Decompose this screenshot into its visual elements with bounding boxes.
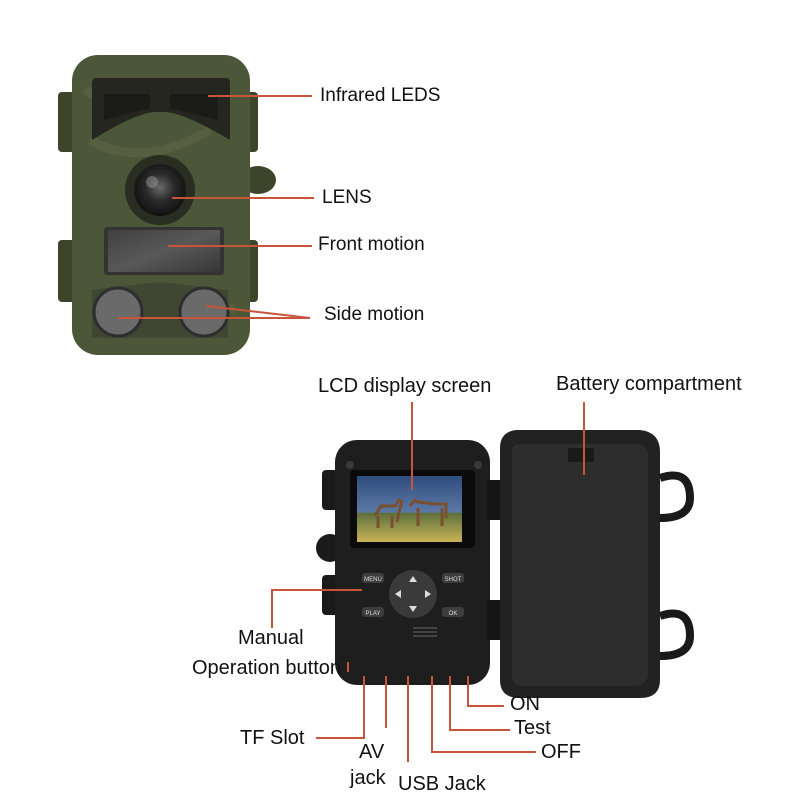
label-front-motion: Front motion [318, 234, 425, 255]
infrared-led-panel [92, 78, 230, 140]
label-battery-compartment: Battery compartment [556, 373, 742, 395]
leader-line [316, 676, 365, 739]
mount-tab [58, 240, 76, 302]
label-tf-slot: TF Slot [240, 727, 305, 749]
leader-line [205, 305, 311, 319]
leader-line [271, 589, 362, 628]
ok-button[interactable] [442, 607, 464, 617]
latch [568, 448, 594, 462]
dpad-left-icon[interactable] [395, 590, 401, 598]
label-operation-button: Operation button [192, 657, 341, 679]
dpad[interactable] [389, 570, 437, 618]
latch-clip[interactable] [658, 471, 695, 522]
label-lcd-display-screen: LCD display screen [318, 375, 492, 397]
mount-tab [58, 92, 76, 152]
play-button[interactable] [362, 607, 384, 617]
menu-button[interactable] [362, 573, 384, 583]
screw [346, 461, 354, 469]
label-test: Test [514, 717, 551, 739]
hinge [487, 480, 501, 520]
leader-line [431, 676, 536, 753]
shot-button-label: SHOT [445, 577, 462, 583]
side-motion-sensor-left [92, 286, 144, 338]
camera-open-view: MENU SHOT PLAY OK [316, 430, 695, 698]
shot-button[interactable] [442, 573, 464, 583]
dpad-right-icon[interactable] [425, 590, 431, 598]
front-leader-lines [118, 95, 314, 319]
play-button-label: PLAY [366, 611, 381, 617]
battery-compartment [512, 444, 648, 686]
camera-front-view [58, 55, 276, 355]
menu-button-label: MENU [364, 577, 382, 583]
lens-glare [146, 176, 158, 188]
latch-clip[interactable] [658, 609, 695, 660]
led-cluster [104, 94, 218, 120]
label-off: OFF [541, 741, 581, 763]
label-side-motion: Side motion [324, 304, 425, 325]
dpad-up-icon[interactable] [409, 576, 417, 582]
speaker-grille [413, 627, 437, 637]
leader-line [449, 676, 510, 731]
label-jack: jack [350, 767, 386, 789]
label-lens: LENS [322, 187, 372, 208]
hinge [487, 600, 501, 640]
screw [474, 461, 482, 469]
label-av: AV [359, 741, 385, 763]
back-leader-lines [271, 402, 585, 762]
side-motion-sensor-right [178, 286, 230, 338]
label-manual: Manual [238, 627, 304, 649]
label-infrared-leds: Infrared LEDS [320, 85, 441, 106]
leader-line [467, 676, 504, 707]
label-on: ON [510, 693, 540, 715]
lens-icon [134, 164, 186, 216]
dpad-down-icon[interactable] [409, 606, 417, 612]
label-usb-jack: USB Jack [398, 773, 486, 795]
ok-button-label: OK [449, 611, 458, 617]
